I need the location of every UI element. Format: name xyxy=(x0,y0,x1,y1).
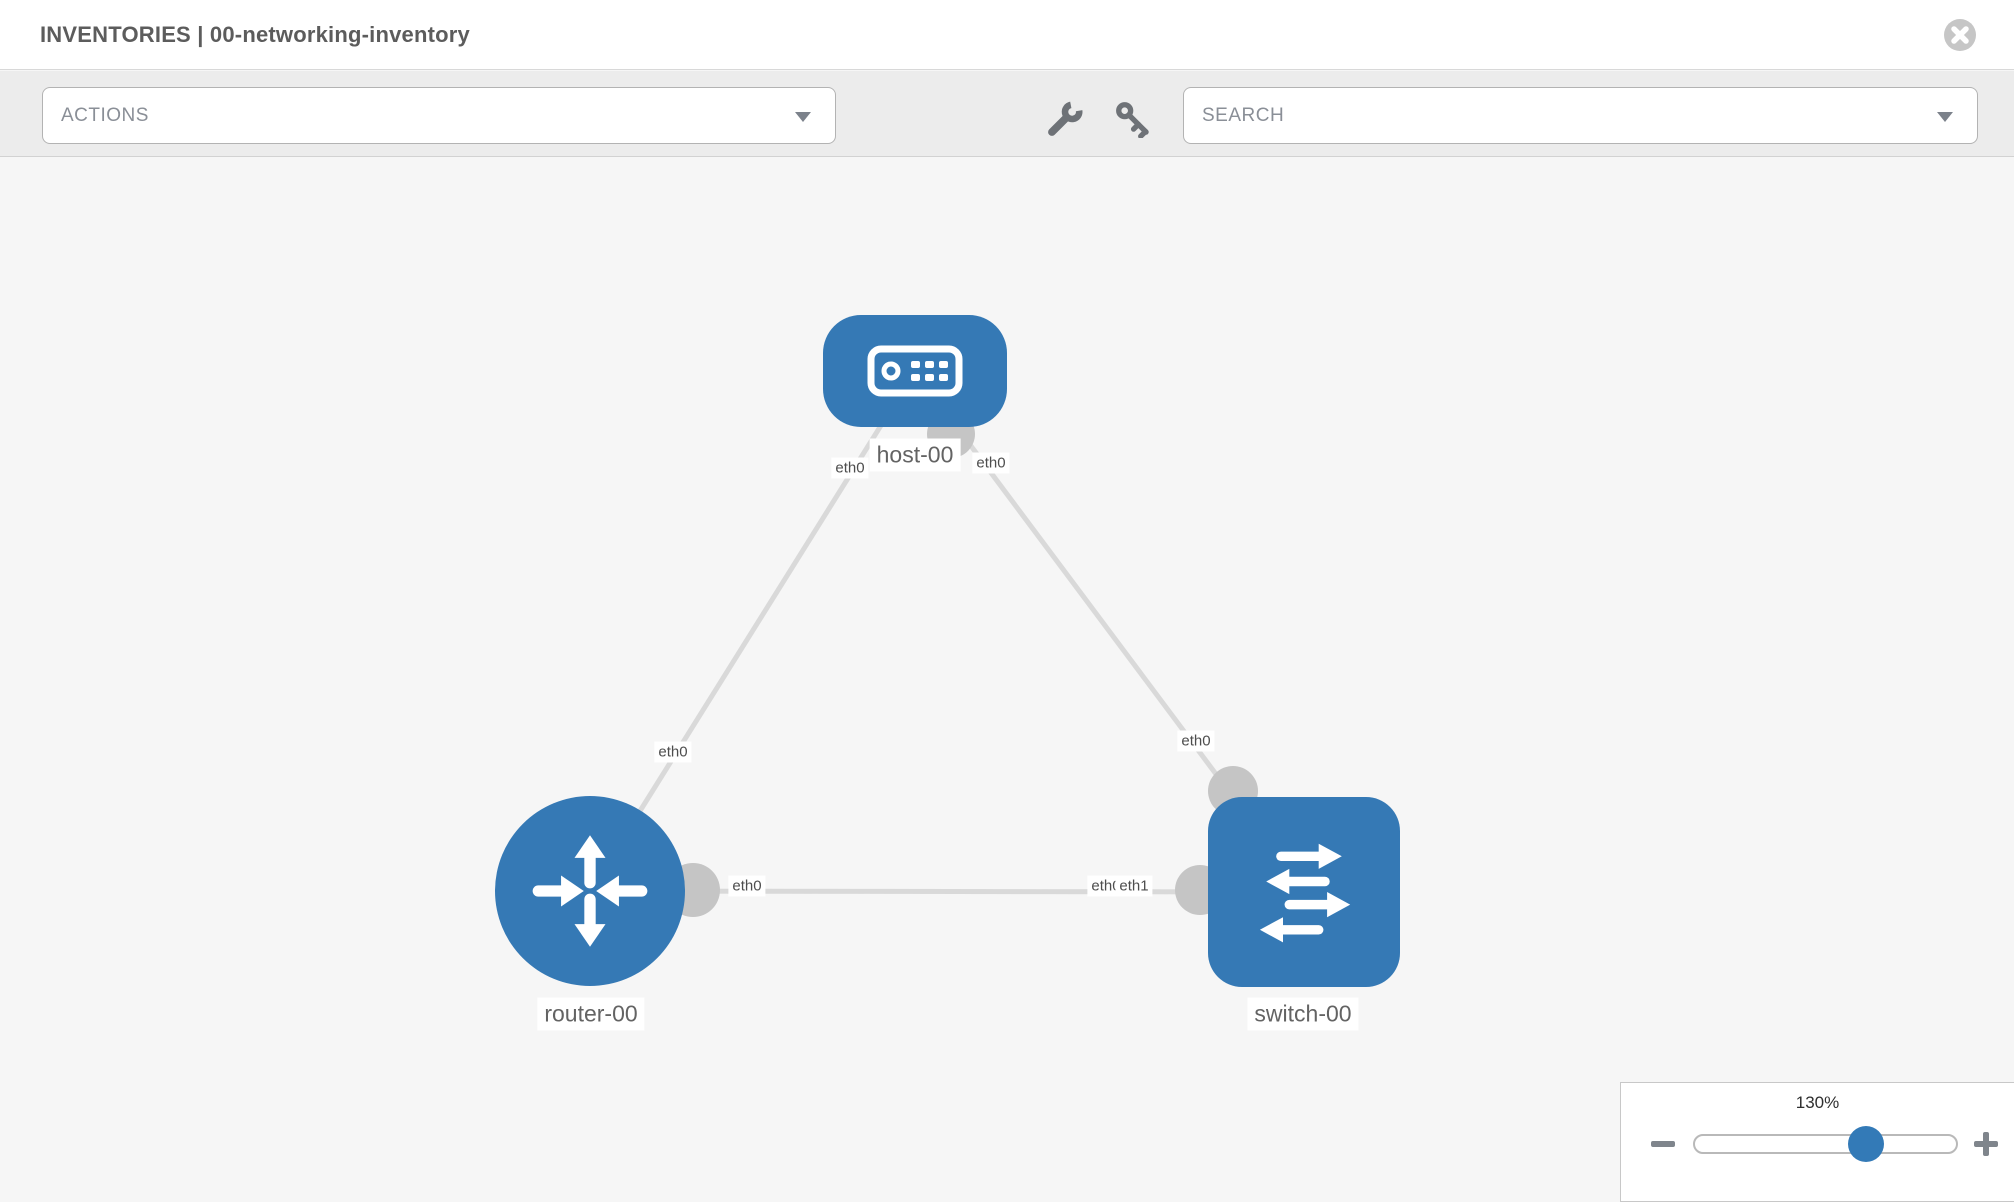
interface-label-host-eth0-left: eth0 xyxy=(831,457,869,479)
window-header: INVENTORIES | 00-networking-inventory xyxy=(0,0,2014,70)
interface-label-router-eth0-diag: eth0 xyxy=(654,741,692,763)
close-icon xyxy=(1944,19,1976,51)
node-router-00[interactable] xyxy=(495,796,685,986)
router-icon xyxy=(532,835,648,947)
topology-links xyxy=(587,369,1307,917)
switch-icon xyxy=(1259,843,1351,943)
zoom-out-button[interactable] xyxy=(1648,1129,1678,1159)
topology-canvas[interactable]: host-00 router-00 switch-00 eth0 eth0 et… xyxy=(0,158,2014,1202)
search-dropdown[interactable]: SEARCH xyxy=(1183,87,1978,144)
zoom-in-button[interactable] xyxy=(1971,1129,2001,1159)
node-label-router: router-00 xyxy=(537,997,645,1031)
node-host-00[interactable] xyxy=(823,315,1007,427)
actions-dropdown-label: ACTIONS xyxy=(61,105,149,126)
interface-label-switch-eth1: eth1 xyxy=(1115,875,1153,897)
wrench-icon xyxy=(1048,100,1083,136)
zoom-slider-thumb[interactable] xyxy=(1848,1126,1884,1162)
page-title: INVENTORIES | 00-networking-inventory xyxy=(40,22,470,47)
actions-dropdown[interactable]: ACTIONS xyxy=(42,87,836,144)
interface-label-switch-eth0-overlap: eth0 xyxy=(1087,875,1125,897)
zoom-panel: 130% xyxy=(1620,1082,2014,1202)
close-button[interactable] xyxy=(1943,18,1977,52)
chevron-down-icon xyxy=(795,112,811,122)
minus-icon xyxy=(1651,1141,1675,1147)
interface-label-host-eth0-right: eth0 xyxy=(972,452,1010,474)
search-placeholder: SEARCH xyxy=(1202,105,1285,126)
interface-label-switch-eth0-diag: eth0 xyxy=(1177,730,1215,752)
chevron-down-icon xyxy=(1937,112,1953,122)
node-switch-00[interactable] xyxy=(1208,797,1400,987)
plus-icon xyxy=(1974,1132,1998,1156)
tools-button[interactable] xyxy=(1043,98,1087,142)
interface-label-router-eth0-horiz: eth0 xyxy=(728,875,766,897)
toolbar: ACTIONS SEARCH xyxy=(0,71,2014,157)
node-label-switch: switch-00 xyxy=(1247,997,1359,1031)
host-icon xyxy=(867,345,963,397)
node-label-host: host-00 xyxy=(869,438,961,472)
zoom-level-value: 130% xyxy=(1795,1093,1840,1112)
key-icon xyxy=(1116,101,1149,139)
zoom-slider-track[interactable] xyxy=(1693,1126,1958,1162)
credentials-button[interactable] xyxy=(1111,98,1155,142)
